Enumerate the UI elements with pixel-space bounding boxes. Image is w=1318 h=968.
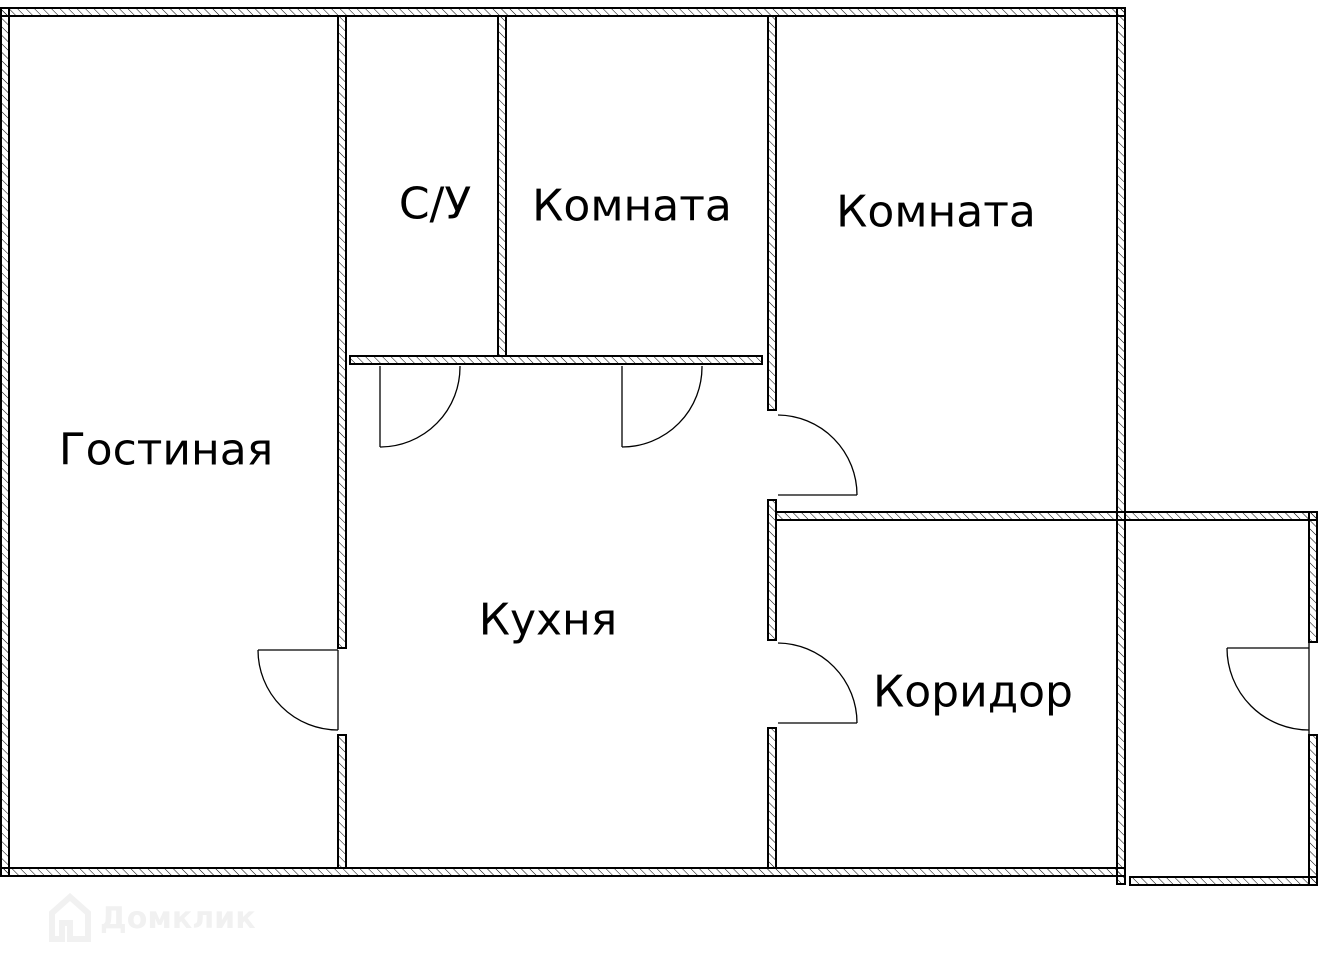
door-living xyxy=(257,649,339,731)
wall-bottom xyxy=(0,867,1126,877)
room-label-room1: Комната xyxy=(532,180,732,232)
wall-top xyxy=(0,7,1126,17)
wall-extra-right-upper xyxy=(1308,511,1318,643)
room-label-bathroom: С/У xyxy=(398,178,472,230)
wall-extra-right-lower xyxy=(1308,734,1318,886)
wall-living-kitchen-lower xyxy=(337,734,347,869)
wall-corridor-north xyxy=(775,511,1318,521)
door-corridor xyxy=(777,642,858,724)
wall-living-kitchen-upper xyxy=(337,15,347,649)
wall-kitchen-north xyxy=(349,355,763,365)
wall-kitchen-east-3 xyxy=(767,727,777,869)
door-room1 xyxy=(621,365,703,448)
wall-right-main xyxy=(1116,7,1126,885)
wall-extra-bottom xyxy=(1129,876,1318,886)
door-bathroom xyxy=(379,365,461,448)
door-room2 xyxy=(777,414,858,496)
room-label-kitchen: Кухня xyxy=(478,594,618,646)
watermark-text: Домклик xyxy=(100,900,256,936)
room-label-living: Гостиная xyxy=(58,424,274,476)
room-label-room2: Комната xyxy=(836,186,1036,238)
wall-bath-room xyxy=(497,15,507,357)
watermark: Домклик xyxy=(48,893,256,943)
house-logo-icon xyxy=(49,893,91,942)
door-extra-room xyxy=(1226,642,1310,735)
wall-kitchen-east-1 xyxy=(767,15,777,411)
wall-left xyxy=(0,7,10,877)
room-label-corridor: Коридор xyxy=(873,666,1073,718)
wall-kitchen-east-2 xyxy=(767,499,777,641)
